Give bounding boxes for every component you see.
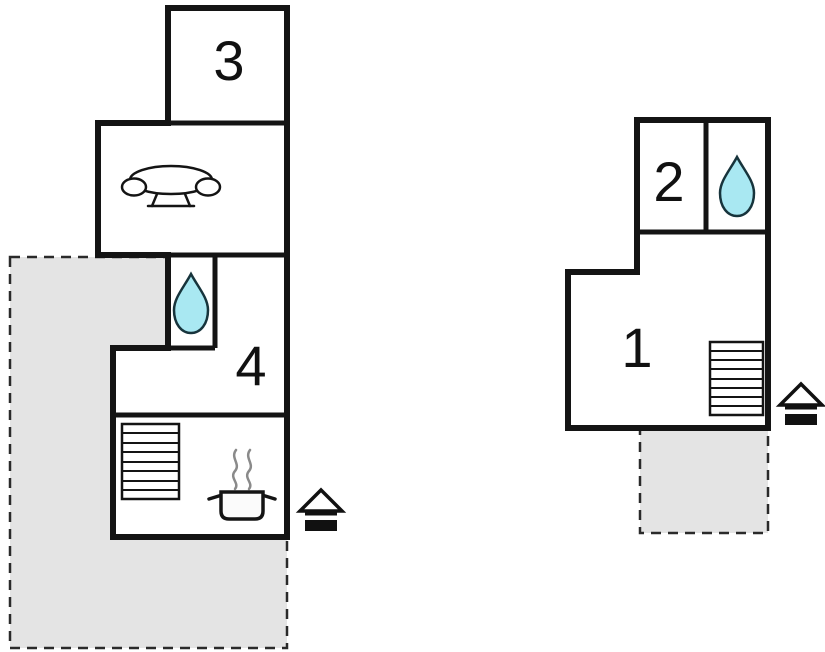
room-4-label: 4 [235, 334, 266, 397]
terrace-right [638, 426, 770, 535]
room-1-label: 1 [621, 316, 652, 379]
stairs-icon-right [708, 340, 765, 417]
stairs-icon-left [120, 422, 181, 501]
steam-icon [231, 448, 239, 491]
steam-icon [245, 448, 253, 491]
entrance-icon-left [295, 487, 347, 531]
water-drop-icon-left [172, 271, 210, 335]
entrance-icon-right [775, 381, 825, 425]
stove-pot-icon [207, 448, 277, 521]
room-2-label: 2 [653, 150, 684, 213]
water-drop-icon-right [718, 154, 756, 218]
sofa-icon [120, 164, 222, 208]
room-3-label: 3 [213, 29, 244, 92]
